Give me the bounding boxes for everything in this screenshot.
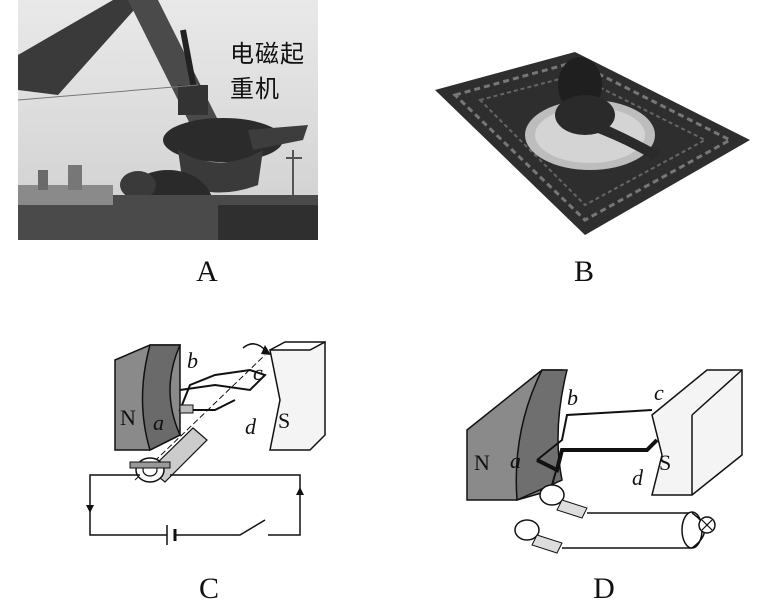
crane-photo <box>17 0 318 240</box>
coil-label-b: b <box>187 348 198 373</box>
panel-d: N S a b c d <box>462 360 758 560</box>
caption-a: A <box>196 255 218 288</box>
caption-b: B <box>573 255 594 288</box>
s-pole-label: S <box>659 450 671 475</box>
panel-c: N S a b <box>75 330 335 555</box>
photo-title: 电磁起重机 <box>230 40 305 103</box>
coil-loop <box>178 368 267 411</box>
n-pole-label: N <box>120 405 136 430</box>
motor-diagram: N S a b <box>86 340 326 545</box>
coil-label-d: d <box>245 414 257 439</box>
coil-label-d: d <box>632 465 644 490</box>
panel-a: 电磁起重机 <box>17 0 318 240</box>
slip-ring-front <box>539 484 565 506</box>
generator-diagram: N S a b c d <box>466 369 743 554</box>
coil-label-c: c <box>654 380 664 405</box>
caption-d: D <box>593 572 615 605</box>
coil-loop <box>536 409 653 461</box>
coil-label-a: a <box>510 448 521 473</box>
compass-photo <box>435 52 750 235</box>
s-pole-label: S <box>278 408 290 433</box>
coil-label-b: b <box>567 385 578 410</box>
circuit-wire <box>562 512 692 549</box>
coil-label-a: a <box>153 410 164 435</box>
panel-b <box>425 40 755 240</box>
slip-ring-back <box>514 519 540 541</box>
circuit-wire <box>89 474 167 536</box>
caption-c: C <box>198 572 219 605</box>
n-pole-label: N <box>474 450 490 475</box>
s-pole-magnet <box>651 369 743 496</box>
s-pole-magnet <box>269 340 326 451</box>
coil-label-c: c <box>253 360 263 385</box>
